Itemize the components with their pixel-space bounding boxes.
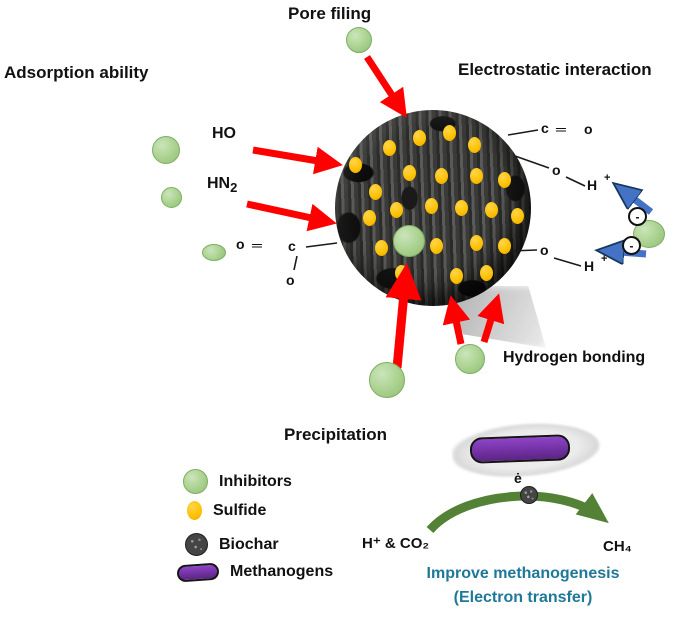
legend-item-sulfide: Sulfide [187,501,266,520]
caption-line-2: (Electron transfer) [453,589,593,606]
negative-charge-icon: - [628,207,647,226]
inhibitor-icon [183,469,208,494]
sulfide-dot [413,130,426,146]
sulfide-icon [187,501,202,520]
carboxyl-o-top: o [236,236,245,252]
sulfide-dot [455,200,468,216]
ho-arrow [252,146,343,175]
double-bond: ═ [556,121,566,137]
biochar-sem-sphere [335,110,531,306]
sulfide-dot [468,137,481,153]
sulfide-dot [363,210,376,226]
legend-label: Sulfide [213,501,267,519]
sulfide-dot [383,140,396,156]
electrostatic-interaction-label: Electrostatic interaction [458,60,652,79]
plus-charge: + [601,253,608,265]
oh-bottom-o: o [540,242,549,258]
hydrogen-bonding-label: Hydrogen bonding [503,349,646,366]
inhibitor-circle-top [346,27,372,53]
reactants-label: H⁺ & CO₂ [362,535,430,552]
sulfide-dot [435,168,448,184]
amine-subscript: 2 [230,180,238,196]
sulfide-dot [403,165,416,181]
oh-bottom-h: H [584,258,595,274]
precipitation-label: Precipitation [284,425,387,444]
sulfide-dot [395,265,408,281]
sulfide-dot [485,202,498,218]
pore-filling-arrow [364,55,407,118]
inhibitor-circle-bottom-1 [369,362,405,398]
carboxyl-o-bottom: o [286,272,295,288]
methanogenesis-caption: Improve methanogenesis (Electron transfe… [388,562,658,610]
oh-top-h: H [587,177,598,193]
minus-sign: - [635,209,640,224]
inhibitor-circle-adsorbed [393,225,425,257]
inhibitor-circle-left-1 [152,136,180,164]
sulfide-dot [498,238,511,254]
caption-line-1: Improve methanogenesis [426,565,620,582]
methanogen-rod [469,434,571,464]
electron-label: ė [514,470,522,486]
biochar-icon [185,533,208,556]
amine-label: HN2 [207,175,237,195]
sulfide-dot [480,265,493,281]
double-bond: ═ [252,237,262,253]
carbonyl-o: o [584,121,593,137]
hn2-arrow [246,200,337,232]
sulfide-dot [375,240,388,256]
minus-sign: - [629,238,634,253]
methanogen-icon [176,562,220,582]
legend-item-inhibitors: Inhibitors [183,469,292,494]
sulfide-dot [369,184,382,200]
legend-label: Biochar [219,535,279,553]
inhibitor-circle-left-2 [161,187,182,208]
sulfide-dot [443,125,456,141]
carboxyl-c: c [288,238,296,254]
sulfide-dot [349,157,362,173]
oh-top-o: o [552,162,561,178]
product-label: CH₄ [603,538,632,555]
inhibitor-circle-left-3 [202,244,226,261]
pore-filling-label: Pore filing [288,4,372,23]
legend-item-biochar: Biochar [185,533,279,556]
adsorption-ability-label: Adsorption ability [4,63,149,82]
legend-label: Inhibitors [219,472,292,490]
inhibitor-circle-bottom-2 [455,344,485,374]
legend-item-methanogens: Methanogens [176,562,334,582]
methanogenesis-arrow [426,491,609,534]
sulfide-dot [470,235,483,251]
sulfide-dot [470,168,483,184]
sulfide-dot [425,198,438,214]
plus-charge: + [604,172,611,184]
biochar-particle [520,486,538,504]
sulfide-dot [430,238,443,254]
sulfide-dot [450,268,463,284]
sulfide-dot [390,202,403,218]
carbonyl-c: c [541,120,549,136]
legend-label: Methanogens [230,563,334,580]
sulfide-dot [498,172,511,188]
amine-hn: HN [207,175,231,192]
hydroxyl-label: HO [212,125,236,142]
negative-charge-icon: - [622,236,641,255]
sulfide-dot [511,208,524,224]
